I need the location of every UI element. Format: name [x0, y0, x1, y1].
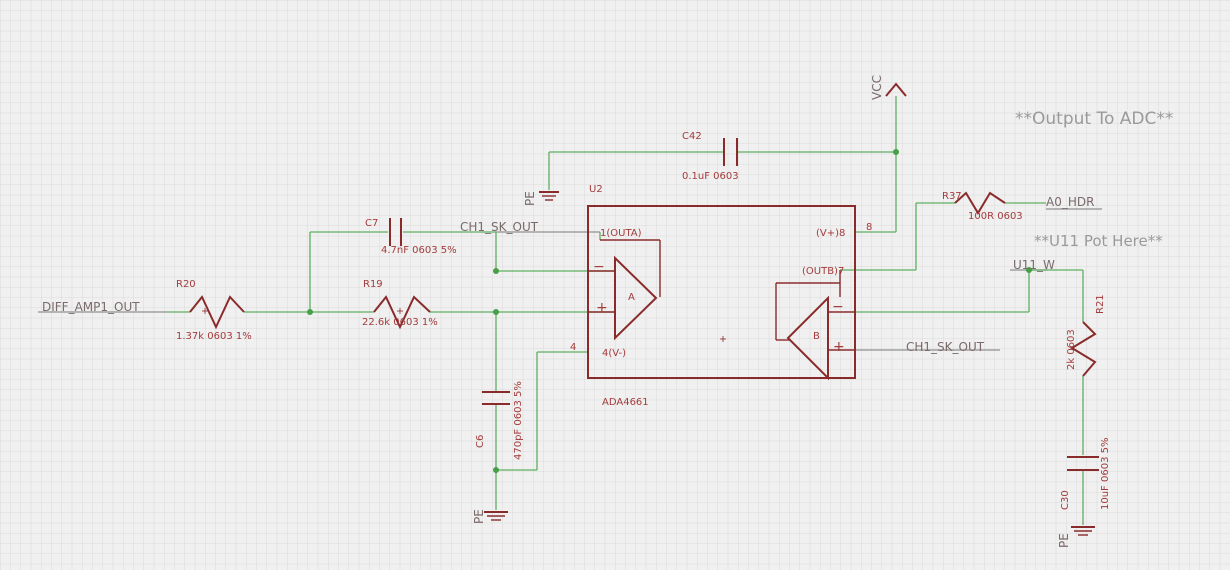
u2-pin-vplus: (V+)8: [816, 228, 845, 239]
junction-dot: [493, 309, 499, 315]
c42-name: C42: [682, 131, 702, 142]
u2-name: U2: [589, 184, 603, 195]
c6-name: C6: [475, 435, 486, 448]
amp-b-plus: +: [833, 339, 845, 355]
amp-a-minus: −: [593, 259, 605, 275]
capacitor-c6[interactable]: [482, 391, 510, 405]
c6-value: 470pF 0603 5%: [513, 381, 524, 460]
amp-b-triangle: [786, 295, 829, 381]
amp-b-label: B: [813, 331, 820, 342]
pe-label-c42: PE: [523, 191, 537, 206]
net-label-u11-w: U11_W: [1013, 258, 1055, 272]
r21-value: 2k 0603: [1066, 329, 1077, 370]
vcc-label: VCC: [870, 75, 884, 100]
c30-name: C30: [1060, 490, 1071, 510]
c42-value: 0.1uF 0603: [682, 171, 739, 182]
resistor-r20[interactable]: [189, 295, 245, 330]
r19-value: 22.6k 0603 1%: [362, 317, 438, 328]
vcc-arrow-icon: [885, 82, 907, 97]
r37-value: 100R 0603: [968, 211, 1023, 222]
r20-value: 1.37k 0603 1%: [176, 331, 252, 342]
net-label-ch1-sk-out-right: CH1_SK_OUT: [906, 340, 985, 354]
amp-a-plus: +: [596, 300, 608, 316]
u2-pin-vminus: 4(V-): [602, 348, 626, 359]
junctions: [307, 149, 1032, 473]
r19-name: R19: [363, 279, 383, 290]
capacitor-c42[interactable]: [723, 138, 738, 166]
net-label-a0-hdr: A0_HDR: [1046, 195, 1094, 209]
junction-dot: [307, 309, 313, 315]
net-label-diff-amp1-out: DIFF_AMP1_OUT: [42, 300, 140, 314]
note-u11-pot: **U11 Pot Here**: [1034, 232, 1163, 250]
junction-dot: [493, 268, 499, 274]
amp-b-minus: −: [832, 299, 844, 315]
ground-symbol-c42: [539, 191, 559, 201]
resistor-r37[interactable]: [954, 191, 1006, 215]
resistor-r19[interactable]: [373, 295, 431, 330]
u2-pin-outa: 1(OUTA): [600, 228, 642, 239]
c7-value: 4.7nF 0603 5%: [381, 245, 457, 256]
c30-value: 10uF 0603 5%: [1100, 438, 1111, 511]
r20-name: R20: [176, 279, 196, 290]
capacitor-c30[interactable]: [1067, 456, 1099, 471]
capacitor-c7[interactable]: [389, 218, 402, 246]
opamp-u2[interactable]: [587, 205, 856, 381]
ground-symbol-c6: [484, 511, 508, 521]
net-label-ch1-sk-out-top: CH1_SK_OUT: [460, 220, 539, 234]
r37-name: R37: [942, 191, 962, 202]
note-output-to-adc: **Output To ADC**: [1015, 109, 1173, 129]
u2-pin-number-8: 8: [866, 222, 872, 233]
wires: [38, 96, 1102, 525]
resistor-r21[interactable]: [1070, 321, 1097, 377]
junction-dot: [893, 149, 899, 155]
amp-a-triangle: [614, 255, 658, 341]
r21-name: R21: [1095, 294, 1106, 314]
junction-dot: [1026, 267, 1032, 273]
u2-pin-number-4: 4: [570, 342, 576, 353]
c7-name: C7: [365, 218, 378, 229]
u2-value: ADA4661: [602, 397, 649, 408]
junction-dot: [493, 467, 499, 473]
ground-symbol-c30: [1071, 526, 1095, 536]
amp-a-label: A: [628, 292, 635, 303]
pe-label-c30: PE: [1057, 533, 1071, 548]
u2-pin-outb: (OUTB)7: [802, 266, 844, 277]
pe-label-c6: PE: [472, 509, 486, 524]
